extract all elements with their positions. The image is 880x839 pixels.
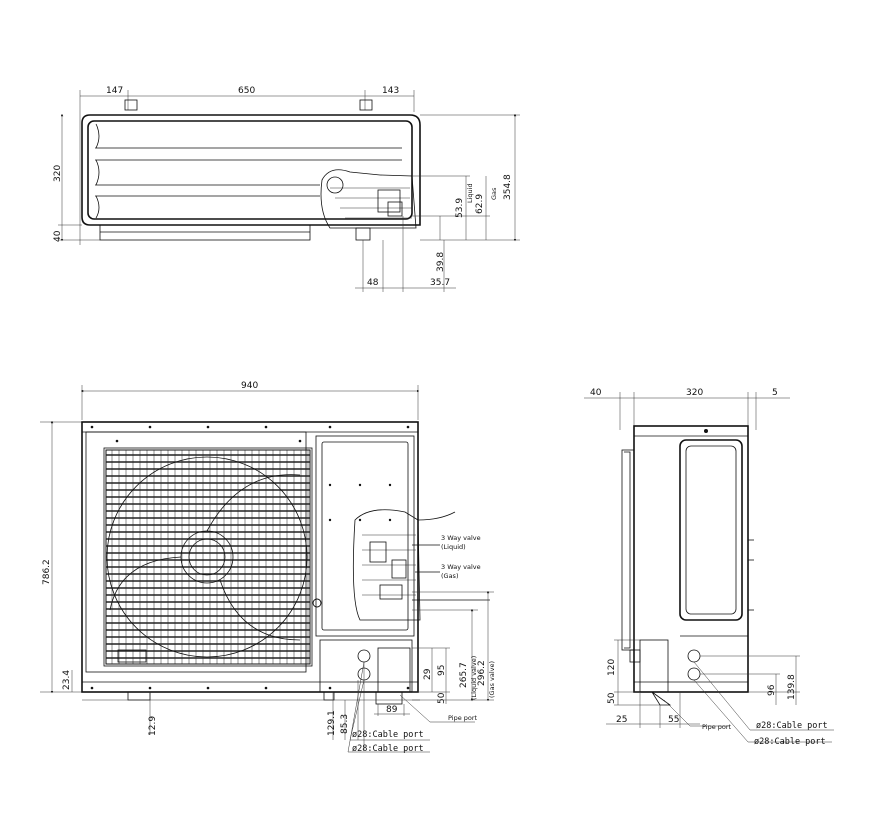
dim-39-8: 39.8 — [436, 252, 446, 272]
side-dim-55: 55 — [668, 715, 679, 725]
dim-53-9: 53.9 — [455, 198, 465, 218]
dim-89: 89 — [386, 705, 398, 715]
dim-143: 143 — [382, 86, 399, 96]
valve-liquid-line2: (Liquid) — [441, 543, 466, 551]
valve-liquid-line1: 3 Way valve — [441, 534, 481, 542]
dim-23-4: 23.4 — [62, 670, 72, 690]
side-dim-139-8: 139.8 — [787, 674, 797, 700]
side-dim-96: 96 — [767, 684, 777, 696]
side-dim-50: 50 — [607, 692, 617, 704]
dim-650: 650 — [238, 86, 255, 96]
dim-85-3: 85.3 — [340, 714, 350, 734]
dim-48: 48 — [367, 278, 379, 288]
label-cable-port-2: ø28:Cable port — [352, 744, 424, 754]
dim-147: 147 — [106, 86, 123, 96]
valve-gas-line2: (Gas) — [441, 572, 458, 580]
side-label-cable-port-2: ø28:Cable port — [754, 737, 826, 747]
label-gas-valve: (Gas valve) — [488, 661, 496, 698]
dim-940: 940 — [241, 381, 258, 391]
side-label-pipe-port: Pipe port — [702, 723, 732, 731]
rivets — [90, 425, 410, 690]
dim-354-8: 354.8 — [503, 174, 513, 200]
side-dim-320: 320 — [686, 388, 703, 398]
dim-12-9: 12.9 — [148, 716, 158, 736]
dim-50: 50 — [437, 692, 447, 704]
dim-40: 40 — [53, 230, 63, 242]
valve-gas-line1: 3 Way valve — [441, 563, 481, 571]
dim-296-2: 296.2 — [477, 660, 487, 686]
side-label-cable-port-1: ø28:Cable port — [756, 721, 828, 731]
side-dim-5: 5 — [772, 388, 778, 398]
label-liquid: Liquid — [466, 183, 474, 203]
label-pipe-port: Pipe port — [448, 714, 478, 722]
top-view: 147 650 143 354.8 53.9 Liquid 62.9 — [53, 86, 520, 292]
dim-786-2: 786.2 — [42, 559, 52, 585]
side-dim-40: 40 — [590, 388, 602, 398]
dim-35-7: 35.7 — [430, 278, 450, 288]
dim-129-1: 129.1 — [327, 710, 337, 736]
dim-320: 320 — [53, 165, 63, 182]
dim-265-7: 265.7 — [459, 662, 469, 688]
side-dim-120: 120 — [607, 659, 617, 676]
side-dim-25: 25 — [616, 715, 627, 725]
fan-grille — [103, 447, 313, 667]
label-cable-port-1: ø28:Cable port — [352, 730, 424, 740]
label-liquid-valve: (Liquid valve) — [470, 656, 478, 700]
dim-95: 95 — [437, 665, 447, 676]
dim-62-9: 62.9 — [475, 194, 485, 214]
label-gas: Gas — [490, 187, 498, 200]
side-view: 40 320 5 120 50 25 55 — [584, 388, 834, 747]
front-view: 940 786.2 23.4 — [40, 381, 496, 754]
dim-29: 29 — [423, 668, 433, 680]
